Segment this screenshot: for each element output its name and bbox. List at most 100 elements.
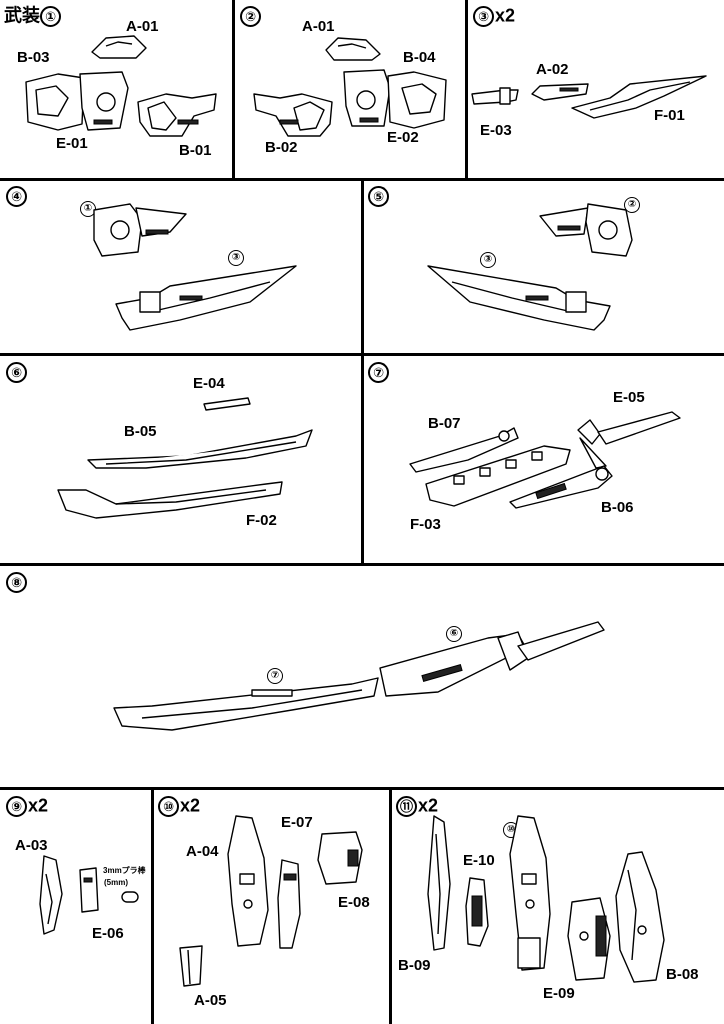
- step-1-number: ①: [40, 6, 61, 27]
- assembly-2-drawing: [539, 203, 633, 257]
- plastic-rod-drawing: [121, 891, 139, 903]
- step-3-quantity: x2: [495, 5, 516, 26]
- step-5-number: ⑤: [368, 186, 389, 207]
- step-2-header: ②: [240, 6, 262, 27]
- note-line-1: 3mmプラ棒: [103, 866, 146, 875]
- part-small-drawing: [277, 859, 301, 949]
- part-label: E-05: [613, 389, 645, 406]
- sub-assembly-ref: ③: [480, 252, 496, 268]
- part-a04-drawing: [227, 815, 269, 947]
- part-e06-drawing: [79, 867, 99, 913]
- part-label: A-02: [536, 61, 569, 78]
- step-8-number: ⑧: [6, 572, 27, 593]
- divider-row3: [0, 563, 724, 566]
- part-label: E-03: [480, 122, 512, 139]
- assembly-1-drawing: [93, 203, 187, 257]
- step-9-quantity: x2: [28, 795, 49, 816]
- part-label: B-06: [601, 499, 634, 516]
- part-a02-drawing: [531, 83, 589, 101]
- part-a05-drawing: [179, 945, 203, 987]
- part-label: E-01: [56, 135, 88, 152]
- step-10-number: ⑩: [158, 796, 179, 817]
- part-label: B-09: [398, 957, 431, 974]
- note-line-2: (5mm): [104, 878, 129, 887]
- step-11-quantity: x2: [418, 795, 439, 816]
- part-b03-e01-drawing: [25, 71, 129, 131]
- part-e09-drawing: [567, 897, 611, 981]
- step-6-number: ⑥: [6, 362, 27, 383]
- part-f02-drawing: [57, 481, 283, 519]
- part-a03-drawing: [39, 855, 63, 935]
- divider-s9-s10: [151, 787, 154, 1024]
- divider-s10-s11: [389, 787, 392, 1024]
- part-label: E-04: [193, 375, 225, 392]
- step-11-number: ⑪: [396, 796, 417, 817]
- part-f01-drawing: [571, 75, 707, 119]
- part-label: B-01: [179, 142, 212, 159]
- sub-assembly-ref: ②: [624, 197, 640, 213]
- divider-s1-s2: [232, 0, 235, 180]
- part-e04-drawing: [203, 397, 251, 411]
- hilt-assembly-drawing: [379, 621, 605, 697]
- part-e10-drawing: [465, 877, 489, 947]
- part-b09-drawing: [427, 815, 451, 951]
- part-label: F-01: [654, 107, 685, 124]
- part-b05-drawing: [87, 429, 313, 469]
- part-label: E-06: [92, 925, 124, 942]
- sub-assembly-ref: ③: [228, 250, 244, 266]
- step-4-header: ④: [6, 186, 28, 207]
- part-label: E-07: [281, 814, 313, 831]
- part-label: B-08: [666, 966, 699, 983]
- sub-assembly-ref: ⑦: [267, 668, 283, 684]
- part-label: F-02: [246, 512, 277, 529]
- step-10-quantity: x2: [180, 795, 201, 816]
- part-e03-drawing: [471, 87, 519, 105]
- step-7-number: ⑦: [368, 362, 389, 383]
- step-6-header: ⑥: [6, 362, 28, 383]
- step-3-number: ③: [473, 6, 494, 27]
- part-label: A-01: [302, 18, 335, 35]
- assembly-10-drawing: [509, 815, 551, 971]
- divider-s2-s3: [465, 0, 468, 180]
- part-label: F-03: [410, 516, 441, 533]
- part-label: E-02: [387, 129, 419, 146]
- sub-assembly-ref: ⑥: [446, 626, 462, 642]
- blade-assembly-drawing: [427, 265, 611, 331]
- divider-s4-s5: [361, 178, 364, 566]
- step-1-prefix: 武装: [4, 5, 40, 26]
- step-2-number: ②: [240, 6, 261, 27]
- sub-assembly-ref: ①: [80, 201, 96, 217]
- part-label: B-03: [17, 49, 50, 66]
- part-a01-drawing: [325, 37, 381, 61]
- part-label: B-07: [428, 415, 461, 432]
- step-4-number: ④: [6, 186, 27, 207]
- part-label: B-04: [403, 49, 436, 66]
- part-b06-drawing: [509, 465, 613, 509]
- part-label: B-05: [124, 423, 157, 440]
- part-b01-drawing: [137, 93, 217, 137]
- step-8-header: ⑧: [6, 572, 28, 593]
- part-e07-e08-drawing: [317, 831, 363, 885]
- sheath-assembly-drawing: [113, 677, 379, 731]
- step-9-number: ⑨: [6, 796, 27, 817]
- part-label: A-01: [126, 18, 159, 35]
- part-label: E-10: [463, 852, 495, 869]
- part-b07-drawing: [409, 427, 519, 473]
- part-a01-drawing: [91, 35, 147, 59]
- part-b02-drawing: [253, 93, 333, 137]
- step-5-header: ⑤: [368, 186, 390, 207]
- part-e05-drawing: [577, 411, 681, 469]
- part-f03-drawing: [425, 445, 571, 507]
- part-label: A-04: [186, 843, 219, 860]
- blade-assembly-drawing: [115, 265, 297, 331]
- part-label: E-09: [543, 985, 575, 1002]
- part-b08-drawing: [615, 851, 665, 983]
- part-b04-e02-drawing: [343, 69, 447, 129]
- part-label: A-03: [15, 837, 48, 854]
- part-label: E-08: [338, 894, 370, 911]
- part-label: A-05: [194, 992, 227, 1009]
